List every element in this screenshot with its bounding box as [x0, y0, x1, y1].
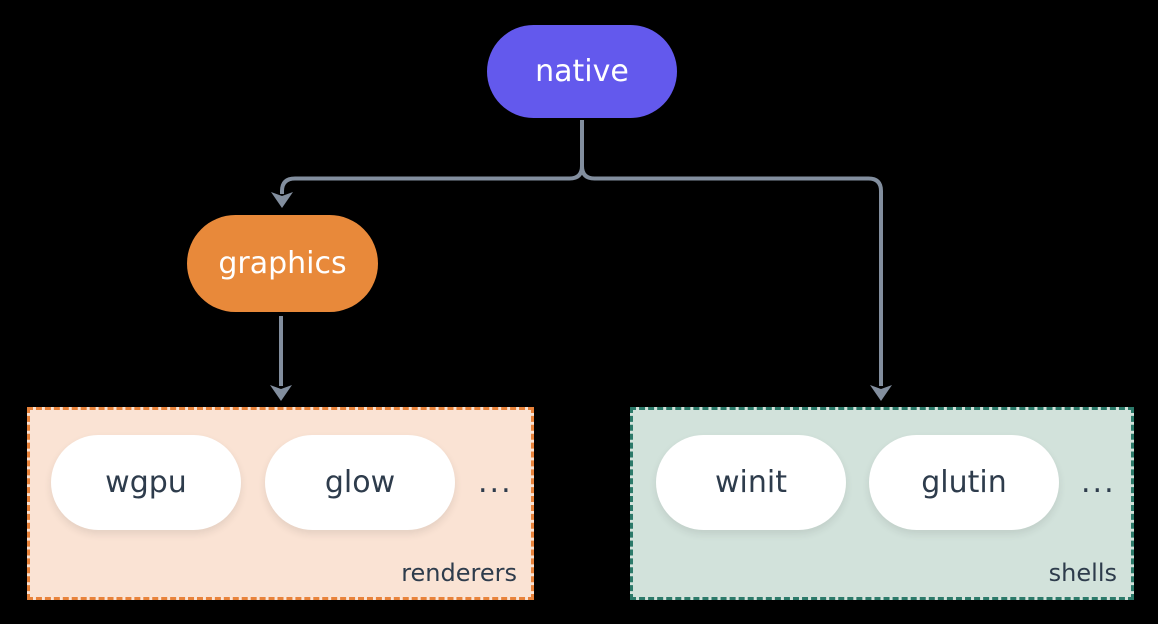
- node-graphics: graphics: [187, 215, 378, 312]
- arrowhead-renderers-icon: [270, 385, 292, 401]
- pill-wgpu: wgpu: [51, 435, 241, 530]
- ellipsis-renderers: ...: [478, 465, 513, 500]
- group-renderers: wgpu glow ... renderers: [27, 407, 534, 600]
- pill-winit: winit: [656, 435, 846, 530]
- group-label-renderers: renderers: [401, 559, 517, 587]
- arrowhead-shells-icon: [870, 385, 892, 401]
- pill-glutin: glutin: [869, 435, 1059, 530]
- pill-glow: glow: [265, 435, 455, 530]
- node-native: native: [487, 25, 677, 118]
- group-shells: winit glutin ... shells: [630, 407, 1134, 600]
- group-label-shells: shells: [1048, 559, 1117, 587]
- arrowhead-graphics-icon: [271, 192, 293, 208]
- ellipsis-shells: ...: [1081, 465, 1116, 500]
- connector-native-graphics: [280, 120, 584, 194]
- connector-native-shells: [580, 120, 883, 386]
